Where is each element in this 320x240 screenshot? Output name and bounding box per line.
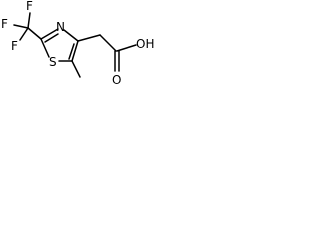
bond-c4-ch2 bbox=[77, 34, 101, 42]
atom-n: N bbox=[56, 20, 65, 34]
atom-s: S bbox=[49, 55, 57, 69]
bond-c2-n-double bbox=[44, 33, 59, 43]
bond-cf3-c2 bbox=[27, 27, 42, 40]
chemical-structure-diagram: F F F N S O OH bbox=[1, 0, 154, 87]
atom-f-top: F bbox=[26, 0, 33, 13]
atom-f-left: F bbox=[1, 17, 8, 31]
atom-layer: F F F N S O OH bbox=[1, 0, 154, 87]
atom-o-carbonyl: O bbox=[112, 73, 121, 87]
bond-n-c4 bbox=[63, 29, 79, 42]
bond-c4-c5-double bbox=[68, 43, 75, 60]
bond-cf3-f-lower bbox=[19, 27, 29, 41]
bond-ch2-cooh bbox=[99, 34, 117, 52]
bond-cf3-f-left bbox=[13, 24, 29, 29]
bond-c4-c5 bbox=[71, 40, 79, 62]
bond-c5-methyl bbox=[71, 60, 81, 78]
atom-oh: OH bbox=[136, 37, 154, 51]
bond-cf3-f-top bbox=[27, 12, 31, 29]
bond-s-c2 bbox=[40, 38, 50, 58]
atom-f-lower: F bbox=[11, 39, 18, 53]
bond-layer bbox=[13, 12, 137, 78]
bond-c2-n bbox=[40, 28, 59, 40]
bond-c-oh bbox=[116, 44, 137, 52]
